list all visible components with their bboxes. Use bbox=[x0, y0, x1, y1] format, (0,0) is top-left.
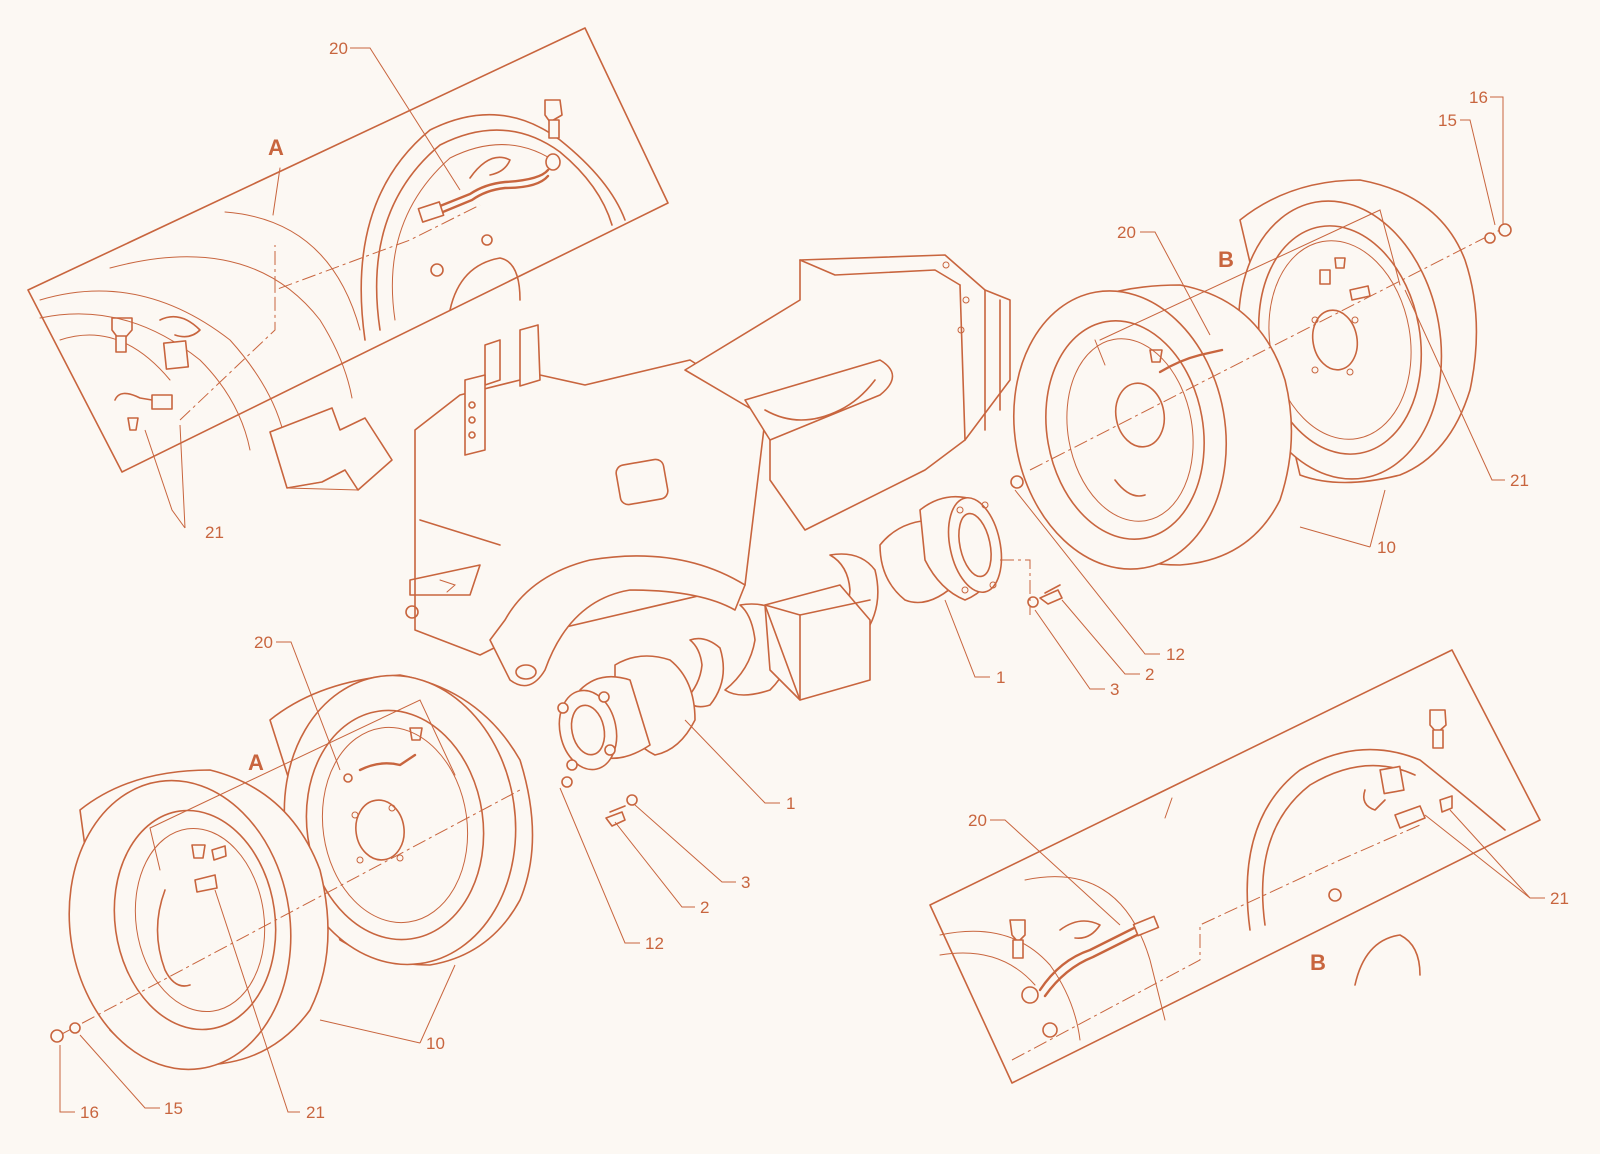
leader-lines bbox=[59, 47, 1545, 1113]
detail-panel-a bbox=[27, 27, 669, 473]
view-letter-b-wheel: B bbox=[1218, 247, 1234, 272]
callout-15-bottom: 15 bbox=[164, 1099, 183, 1118]
callout-20-right: 20 bbox=[1117, 223, 1136, 242]
callout-21-bottom: 21 bbox=[306, 1103, 325, 1122]
callout-20-left: 20 bbox=[254, 633, 273, 652]
callout-2-right: 2 bbox=[1145, 665, 1154, 684]
hub-assembly-right bbox=[879, 475, 1063, 615]
view-letter-a-wheel: A bbox=[248, 750, 264, 775]
callout-3-left: 3 bbox=[741, 873, 750, 892]
callout-20-bottomright: 20 bbox=[968, 811, 987, 830]
direction-arrow bbox=[269, 407, 393, 491]
view-letter-b-bottom: B bbox=[1310, 950, 1326, 975]
view-letters: A A B B bbox=[248, 135, 1326, 975]
hub-assembly-left bbox=[557, 655, 696, 827]
detail-panel-b bbox=[929, 649, 1541, 1084]
callout-1-left: 1 bbox=[786, 794, 795, 813]
callout-16-bottom: 16 bbox=[80, 1103, 99, 1122]
callout-21-topleft: 21 bbox=[205, 523, 224, 542]
callout-20-topleft: 20 bbox=[329, 39, 348, 58]
callout-21-bottomright: 21 bbox=[1550, 889, 1569, 908]
callout-3-right: 3 bbox=[1110, 680, 1119, 699]
callout-10-right: 10 bbox=[1377, 538, 1396, 557]
callout-numbers: 20 21 16 15 20 21 10 12 1 2 3 20 1 3 2 1… bbox=[80, 39, 1569, 1122]
wheel-assembly-a bbox=[50, 674, 534, 1071]
callout-12-left: 12 bbox=[645, 934, 664, 953]
callout-21-right: 21 bbox=[1510, 471, 1529, 490]
callout-15-topright: 15 bbox=[1438, 111, 1457, 130]
view-letter-a-top: A bbox=[268, 135, 284, 160]
callout-16-topright: 16 bbox=[1469, 88, 1488, 107]
callout-2-left: 2 bbox=[700, 898, 709, 917]
wheel-assembly-b bbox=[1012, 179, 1512, 570]
callout-12-right: 12 bbox=[1166, 645, 1185, 664]
chassis-frame bbox=[405, 254, 1011, 708]
callout-1-right: 1 bbox=[996, 668, 1005, 687]
callout-10-left: 10 bbox=[426, 1034, 445, 1053]
